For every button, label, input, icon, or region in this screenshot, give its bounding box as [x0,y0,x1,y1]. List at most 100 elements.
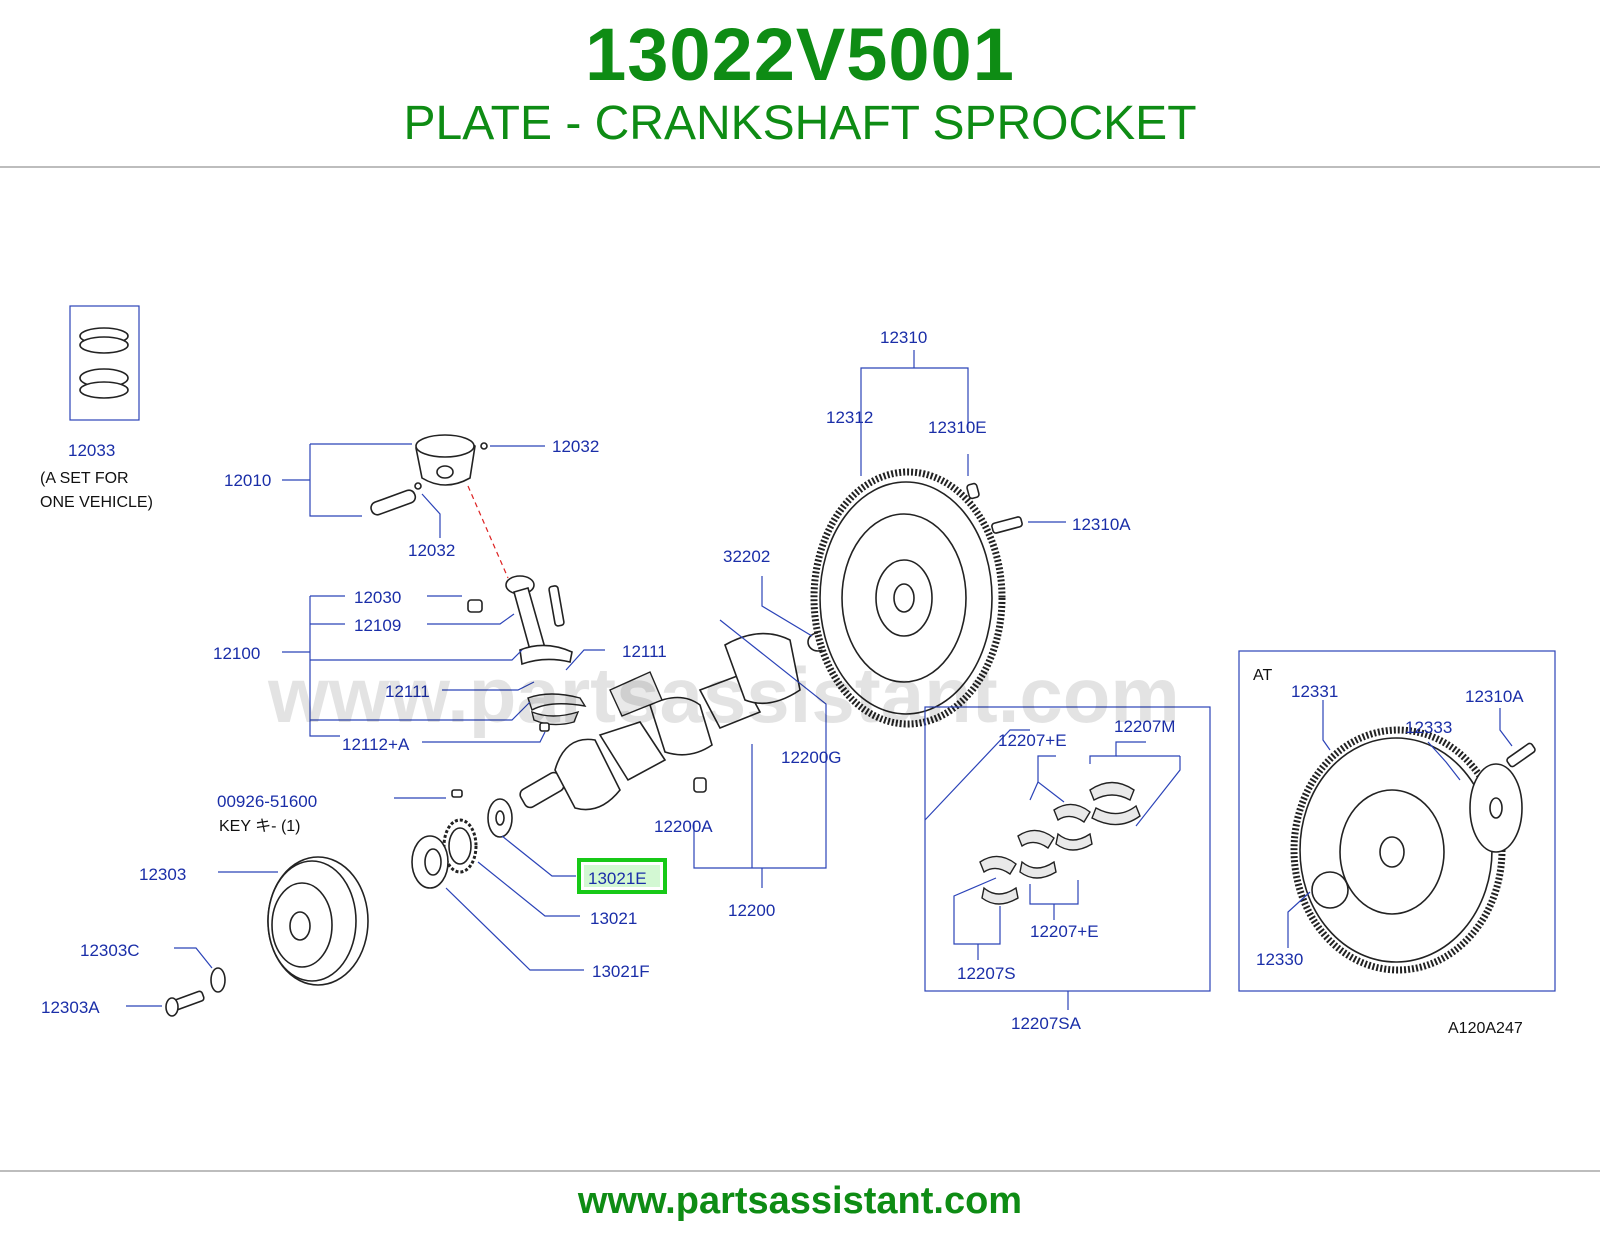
label-12111-upper[interactable]: 12111 [622,642,667,661]
reinforcement-plate[interactable] [1469,742,1536,853]
rod-bushing [467,599,483,613]
main-bearing-set[interactable] [979,781,1141,905]
crank-counterweight-rear [724,632,801,705]
rod-nut [539,722,550,732]
label-12312[interactable]: 12312 [826,408,873,427]
label-12200g[interactable]: 12200G [781,748,842,767]
key-body [451,789,463,798]
part-name-subtitle: PLATE - CRANKSHAFT SPROCKET [403,97,1197,150]
sprocket-hub [448,827,472,865]
woodruff-key[interactable] [451,789,463,798]
bearing-m-upper [1089,781,1135,801]
label-12033[interactable]: 12033 [68,441,115,460]
drive-plate-bolt [1506,742,1536,768]
crank-web-1 [649,696,713,756]
label-12310[interactable]: 12310 [880,328,927,347]
piston-pin [370,489,417,516]
highlight-box-13021e [577,858,667,894]
flywheel-bolt [991,516,1023,534]
label-12310a-at[interactable]: 12310A [1465,687,1524,706]
label-13021f[interactable]: 13021F [592,962,650,981]
label-12330[interactable]: 12330 [1256,950,1303,969]
flywheel-center [893,583,915,613]
rod-bearing-upper [527,693,587,712]
crank-plug [693,777,707,793]
drive-plate-hub [1379,836,1405,868]
drive-plate[interactable] [1290,726,1506,974]
bolt-head [165,997,179,1017]
label-12303[interactable]: 12303 [139,865,186,884]
label-12207m[interactable]: 12207M [1114,717,1175,736]
label-12032-lower[interactable]: 12032 [408,541,455,560]
bearing-e-lower-2 [1019,860,1057,879]
label-12207s[interactable]: 12207S [957,964,1016,983]
label-12207e-lower[interactable]: 12207+E [1030,922,1099,941]
crankshaft-sprocket[interactable] [442,818,478,874]
snap-ring-lower [414,482,422,490]
label-12331[interactable]: 12331 [1291,682,1338,701]
label-12010[interactable]: 12010 [224,471,271,490]
label-32202[interactable]: 32202 [723,547,770,566]
bearing-s-upper [979,855,1017,876]
piston-ring-box [69,305,140,421]
pulley-bolt[interactable] [165,990,205,1017]
label-12100[interactable]: 12100 [213,644,260,663]
label-13021[interactable]: 13021 [590,909,637,928]
label-12112-a[interactable]: 12112+A [342,735,410,754]
header-divider [0,166,1600,168]
page-header: 13022V5001 PLATE - CRANKSHAFT SPROCKET [0,0,1600,168]
label-12303c[interactable]: 12303C [80,941,140,960]
label-13021e[interactable]: 13021E [588,869,647,888]
snap-ring-upper [480,442,488,450]
label-12200[interactable]: 12200 [728,901,775,920]
part-number-title: 13022V5001 [585,13,1015,96]
label-00926-51600[interactable]: 00926-51600 [217,792,317,811]
set-note-line1: (A SET FOR [40,470,129,487]
crankshaft[interactable] [518,632,829,811]
spacer-inner [424,848,442,876]
drive-plate-spacer [1311,871,1349,909]
crankshaft-pulley[interactable] [267,856,369,986]
watermark: www.partsassistant.com [267,651,1180,739]
label-12200a[interactable]: 12200A [654,817,713,836]
footer-url-link[interactable]: www.partsassistant.com [577,1180,1023,1222]
label-12030[interactable]: 12030 [354,588,401,607]
label-12109[interactable]: 12109 [354,616,401,635]
bearing-m-lower [1091,804,1141,826]
washer [210,967,226,993]
diagram-code: A120A247 [1448,1020,1523,1037]
key-note: KEY キ- (1) [219,818,301,835]
flywheel-dowel [966,482,980,500]
footer-divider [0,1170,1600,1172]
bearing-e-upper-2 [1017,829,1055,850]
set-note-line2: ONE VEHICLE) [40,494,153,511]
highlight-fill-13021e [584,865,660,887]
label-12111-lower[interactable]: 12111 [385,682,430,701]
label-12207e-upper[interactable]: 12207+E [998,731,1067,750]
piston-crown [415,434,475,458]
piston-pin-boss [436,465,454,479]
crankshaft-sprocket-plate[interactable] [487,798,513,838]
label-12310a[interactable]: 12310A [1072,515,1131,534]
pulley-washer[interactable] [210,967,226,993]
bearing-s-lower [981,886,1019,905]
crank-pin-1 [598,721,667,782]
pulley-hub [289,911,311,941]
flywheel[interactable] [810,468,1023,728]
piston-assembly[interactable] [369,434,488,516]
label-12207sa[interactable]: 12207SA [1011,1014,1082,1033]
label-12032-upper[interactable]: 12032 [552,437,599,456]
oil-pump-drive-spacer[interactable] [411,835,449,889]
label-12303a[interactable]: 12303A [41,998,100,1017]
label-12333[interactable]: 12333 [1405,718,1452,737]
piston-ring-set[interactable] [69,305,140,421]
bearing-e-upper-1 [1053,803,1091,824]
rod-beam [513,587,547,651]
label-12310e[interactable]: 12310E [928,418,987,437]
connecting-rod[interactable] [467,575,587,732]
rod-big-end [519,644,573,666]
crank-rod-journal [609,671,663,717]
piston-ring-second [79,336,129,354]
reinforcement-plate-hole [1489,797,1503,819]
